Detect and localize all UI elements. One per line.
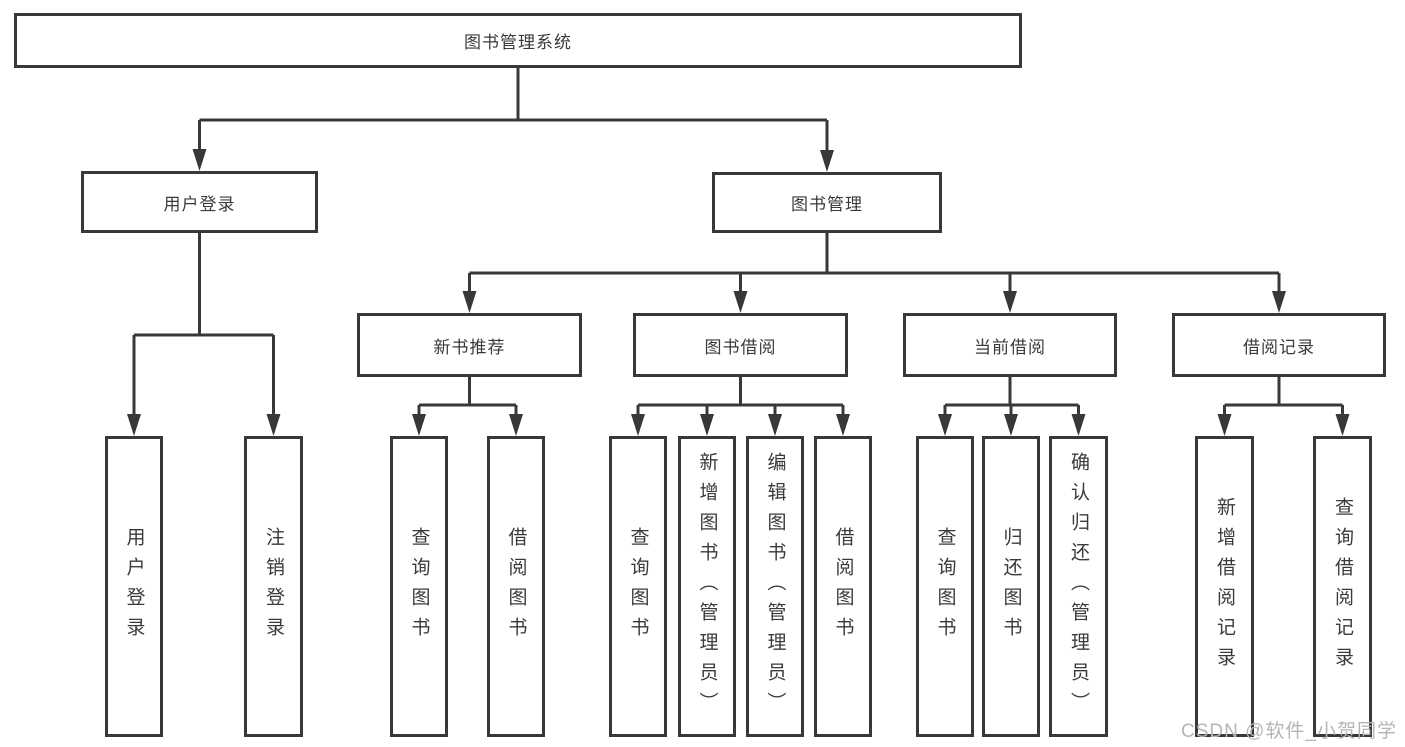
- leaf-recommend-borrow-books-label: 借阅图书: [505, 526, 527, 647]
- leaf-confirm-return-admin: 确认归还（管理员）: [1049, 436, 1108, 737]
- leaf-edit-book-admin-label: 编辑图书（管理员）: [764, 451, 786, 722]
- leaf-current-query-books: 查询图书: [916, 436, 974, 737]
- node-book-borrowing-label: 图书借阅: [704, 337, 777, 357]
- node-book-borrowing: 图书借阅: [633, 313, 848, 377]
- node-new-book-recommend-label: 新书推荐: [433, 337, 506, 357]
- node-borrowing-records: 借阅记录: [1172, 313, 1386, 377]
- connector-lines: [132, 68, 1344, 422]
- leaf-logout: 注销登录: [244, 436, 303, 737]
- leaf-logout-label: 注销登录: [263, 526, 284, 647]
- leaf-borrowing-query-books-label: 查询图书: [627, 526, 649, 647]
- node-root-system: 图书管理系统: [14, 13, 1022, 68]
- leaf-query-borrow-record: 查询借阅记录: [1313, 436, 1372, 737]
- leaf-borrowing-borrow-books: 借阅图书: [814, 436, 872, 737]
- node-user-login: 用户登录: [81, 171, 318, 233]
- node-current-borrowing: 当前借阅: [903, 313, 1117, 377]
- node-new-book-recommend: 新书推荐: [357, 313, 582, 377]
- node-current-borrowing-label: 当前借阅: [974, 337, 1046, 357]
- leaf-user-login: 用户登录: [105, 436, 163, 737]
- leaf-edit-book-admin: 编辑图书（管理员）: [746, 436, 804, 737]
- leaf-borrowing-query-books: 查询图书: [609, 436, 667, 737]
- leaf-add-borrow-record: 新增借阅记录: [1195, 436, 1254, 737]
- leaf-add-book-admin: 新增图书（管理员）: [678, 436, 736, 737]
- leaf-confirm-return-admin-label: 确认归还（管理员）: [1068, 451, 1089, 722]
- node-borrowing-records-label: 借阅记录: [1243, 337, 1315, 357]
- arrowheads: [127, 149, 1350, 436]
- leaf-current-query-books-label: 查询图书: [934, 526, 956, 647]
- leaf-user-login-label: 用户登录: [123, 526, 145, 647]
- leaf-add-borrow-record-label: 新增借阅记录: [1214, 496, 1235, 677]
- node-book-management: 图书管理: [712, 172, 942, 233]
- leaf-recommend-borrow-books: 借阅图书: [487, 436, 545, 737]
- leaf-recommend-query-books-label: 查询图书: [408, 526, 430, 647]
- leaf-return-books-label: 归还图书: [1000, 526, 1022, 647]
- leaf-query-borrow-record-label: 查询借阅记录: [1332, 496, 1353, 677]
- node-user-login-label: 用户登录: [163, 194, 236, 214]
- node-book-management-label: 图书管理: [791, 195, 863, 214]
- csdn-watermark: CSDN @软件_小贺同学: [1181, 721, 1397, 742]
- node-root-system-label: 图书管理系统: [464, 33, 572, 52]
- leaf-borrowing-borrow-books-label: 借阅图书: [832, 526, 854, 647]
- leaf-return-books: 归还图书: [982, 436, 1040, 737]
- leaf-add-book-admin-label: 新增图书（管理员）: [696, 451, 718, 722]
- leaf-recommend-query-books: 查询图书: [390, 436, 448, 737]
